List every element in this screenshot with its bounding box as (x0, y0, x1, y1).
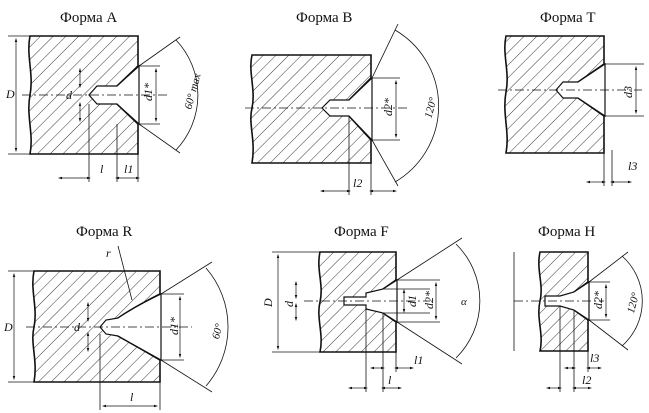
form-r-label-r: r (106, 246, 111, 260)
form-h-label-l3: l3 (590, 351, 599, 365)
form-a-label-d: d (66, 88, 73, 102)
form-r-label-angle: 60° (210, 322, 226, 341)
form-f-hole (343, 278, 398, 324)
form-a-label-D: D (5, 87, 15, 101)
form-f-label-l1: l1 (414, 353, 423, 367)
form-t-label-d3: d3 (621, 86, 635, 98)
form-f-label-D: D (261, 298, 275, 308)
form-r-label-d1: d1* (167, 317, 181, 335)
form-a-title: Форма A (60, 10, 117, 26)
form-h-title: Форма H (538, 224, 595, 240)
form-r-label-l: l (130, 390, 134, 404)
form-h-label-d2: d2* (591, 291, 605, 309)
form-t-label-l3: l3 (628, 159, 637, 173)
form-h-label-angle: 120° (625, 291, 642, 315)
form-a-label-d1: d1* (141, 83, 155, 101)
form-f-label-d: d (282, 300, 296, 307)
form-b-label-l2: l2 (353, 176, 362, 190)
form-b-title: Форма B (296, 10, 352, 26)
form-f-label-l: l (388, 373, 392, 387)
form-r-label-D: D (3, 320, 13, 334)
form-h-label-l2: l2 (582, 373, 591, 387)
form-f: Форма F D d d1 d2* α l1 l (261, 224, 481, 392)
form-h: Форма H d2* 120° l3 l2 (513, 224, 643, 392)
form-f-label-d1: d1 (405, 295, 419, 307)
form-f-label-angle: α (461, 296, 467, 308)
form-r: Форма R D d r d1* 60° l (3, 224, 229, 410)
form-t-hole (555, 62, 606, 118)
form-a-label-l1: l1 (124, 162, 133, 176)
form-a-label-l: l (100, 162, 104, 176)
form-b: Форма B d2* 120° l2 (245, 10, 440, 195)
form-a: Форма A D d d1* 60° max l l1 (5, 10, 204, 182)
form-r-title: Форма R (76, 224, 132, 240)
form-b-hole (321, 76, 373, 142)
form-f-title: Форма F (334, 224, 389, 240)
form-a-label-angle: 60° max (183, 72, 204, 110)
form-r-label-d: d (74, 320, 81, 334)
form-b-label-angle: 120° (423, 96, 440, 120)
form-b-label-d2: d2* (381, 98, 395, 116)
form-t: Форма T d3 l3 (498, 10, 644, 186)
form-t-title: Форма T (540, 10, 596, 26)
form-f-label-d2: d2* (422, 291, 436, 309)
